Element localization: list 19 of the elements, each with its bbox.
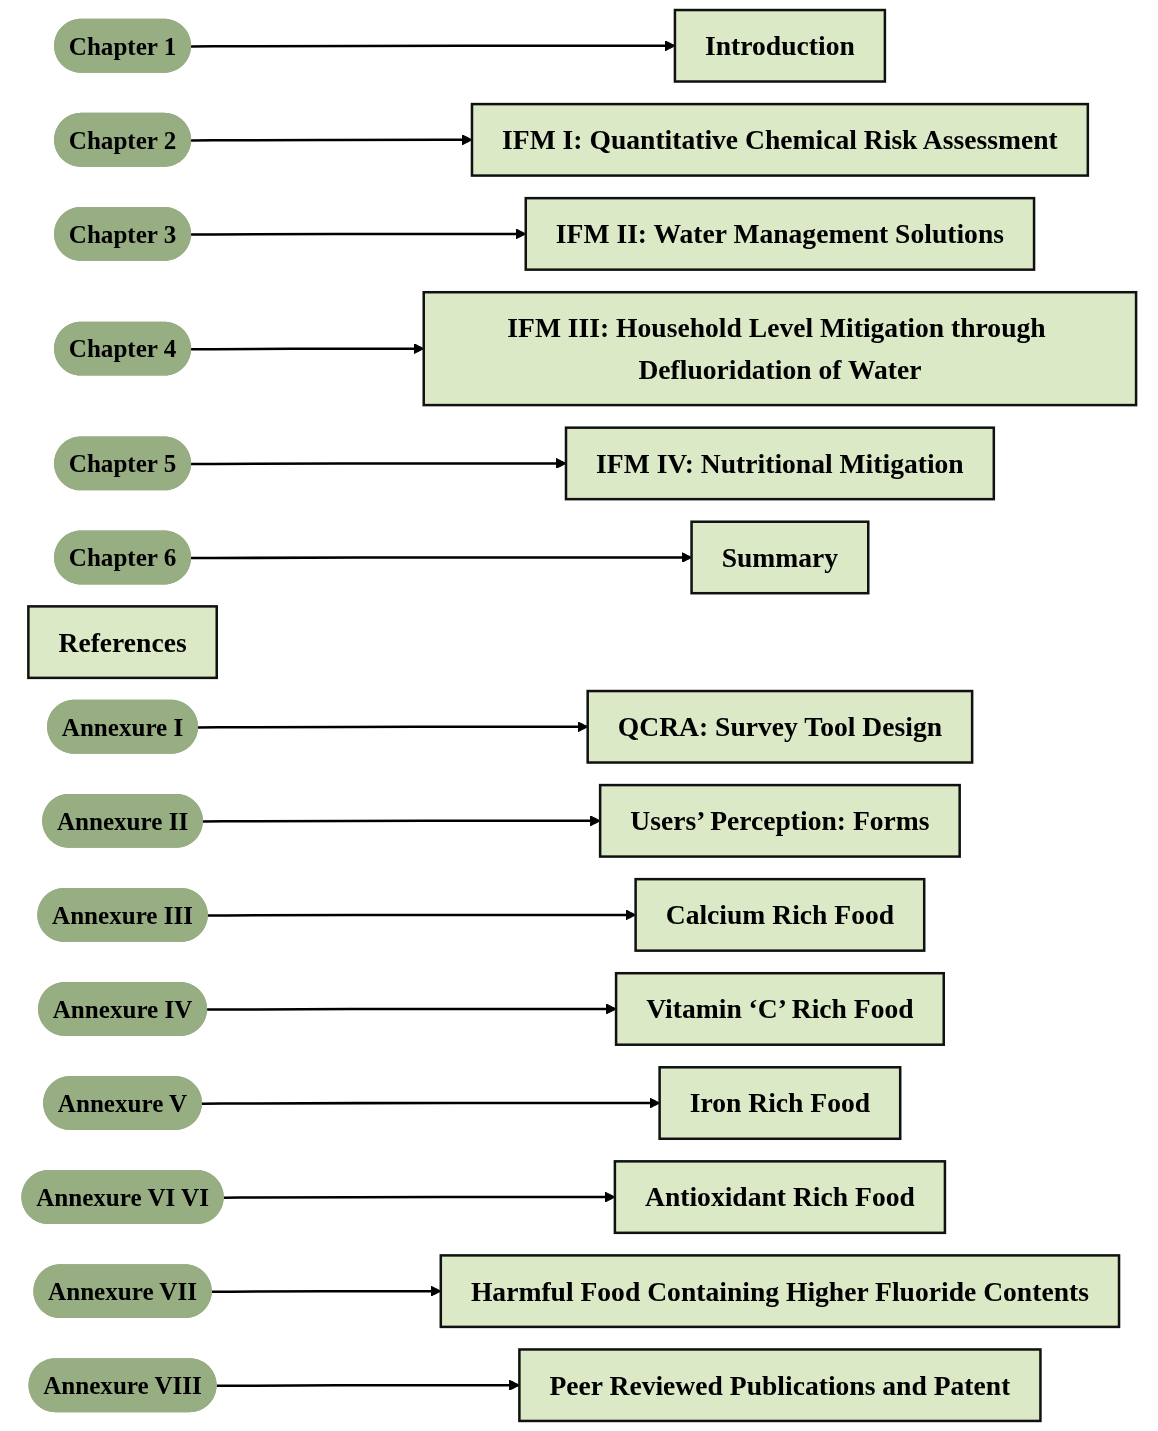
node-box: Antioxidant Rich Food xyxy=(613,1160,947,1235)
arrow xyxy=(202,815,601,827)
node-box: IFM III: Household Level Mitigation through Defluoridation of Water xyxy=(422,290,1138,407)
node-box: Peer Reviewed Publications and Patent xyxy=(518,1348,1042,1423)
node-box: IFM I: Quantitative Chemical Risk Assessment xyxy=(470,102,1090,177)
arrow xyxy=(216,1379,520,1391)
node-box: Summary xyxy=(690,520,870,595)
node-box: Iron Rich Food xyxy=(658,1066,902,1141)
node-box: IFM II: Water Management Solutions xyxy=(524,196,1036,271)
node-box: Vitamin ‘C’ Rich Food xyxy=(614,971,945,1046)
arrow xyxy=(190,551,692,563)
node-box: References xyxy=(27,605,218,680)
node-box: Calcium Rich Food xyxy=(634,877,926,952)
node-box: IFM IV: Nutritional Mitigation xyxy=(564,426,995,501)
node-box: Harmful Food Containing Higher Fluoride Contents xyxy=(439,1254,1121,1329)
node-box: QCRA: Survey Tool Design xyxy=(586,689,974,764)
node-box: Users’ Perception: Forms xyxy=(598,783,961,858)
arrow xyxy=(207,1003,617,1015)
node-box: Introduction xyxy=(673,8,887,83)
